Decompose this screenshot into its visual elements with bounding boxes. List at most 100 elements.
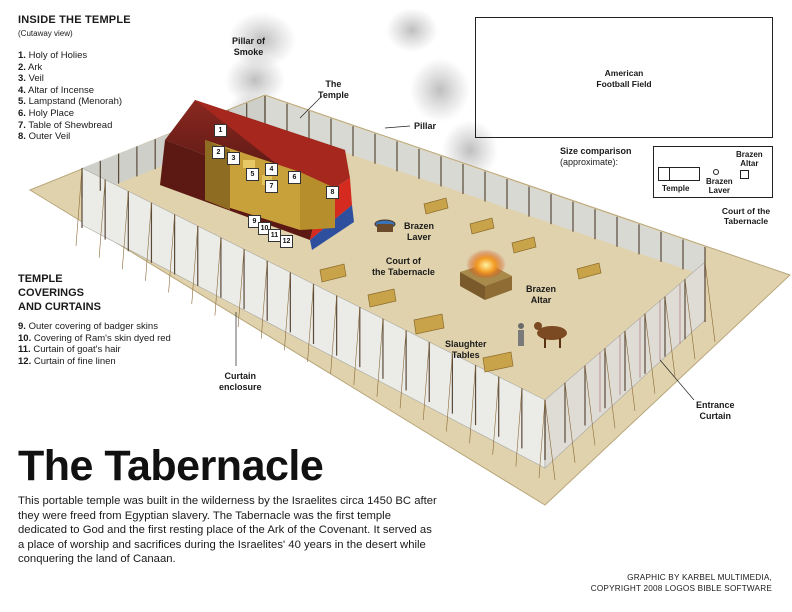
entrance-curtain-stripes (599, 284, 681, 412)
credit-line-2: COPYRIGHT 2008 LOGOS BIBLE SOFTWARE (590, 583, 772, 593)
guy-rope (446, 353, 453, 432)
slaughter-tables (319, 197, 602, 373)
diagram-marker: 6 (288, 171, 301, 184)
covering-item-label: Curtain of goat's hair (30, 344, 121, 356)
guy-rope (353, 307, 361, 386)
guy-rope (624, 330, 636, 412)
mini-court-outline: Temple Brazen Laver Brazen Altar (653, 146, 773, 198)
guy-rope (191, 225, 199, 305)
guy-rope (98, 179, 106, 258)
guy-rope (168, 214, 175, 293)
guy-rope (330, 295, 337, 374)
pillars (81, 96, 706, 460)
inside-temple-item-label: Outer Veil (25, 131, 71, 143)
guy-rope (584, 365, 596, 446)
inside-temple-item: 3. Veil (18, 73, 122, 85)
football-field-comparison: American Football Field (475, 17, 773, 138)
priest-figure (518, 323, 524, 346)
inside-temple-item-label: Lampstand (Menorah) (25, 96, 123, 108)
covering-item: 10. Covering of Ram's skin dyed red (18, 333, 171, 345)
guy-rope (644, 313, 656, 394)
diagram-marker: 12 (280, 235, 293, 248)
guy-rope (704, 261, 716, 343)
size-comparison-title: Size comparison (560, 146, 632, 156)
covering-item-label: Curtain of fine linen (31, 355, 116, 367)
mini-court-label: Court of the Tabernacle (721, 206, 771, 226)
guy-rope (237, 249, 245, 328)
guy-rope (284, 272, 291, 351)
mini-altar-label: Brazen Altar (736, 150, 763, 168)
callout-leaders (235, 95, 695, 401)
inside-temple-item-number: 1. (18, 50, 26, 61)
diagram-marker: 10 (258, 222, 271, 235)
credit-line-1: GRAPHIC BY KARBEL MULTIMEDIA, (627, 573, 772, 582)
diagram-marker: 1 (214, 124, 227, 137)
covering-item-number: 9. (18, 321, 26, 332)
brazen-laver (374, 219, 396, 232)
coverings-heading: TEMPLE COVERINGS AND CURTAINS (18, 273, 101, 313)
inside-temple-item: 6. Holy Place (18, 108, 122, 120)
guy-rope (538, 399, 546, 479)
size-comparison-note: (approximate): (560, 157, 619, 167)
diagram-marker: 3 (227, 152, 240, 165)
inside-temple-item-number: 8. (18, 131, 26, 143)
description: This portable temple was built in the wi… (18, 495, 437, 566)
inside-temple-item: 7. Table of Shewbread (18, 120, 122, 132)
guy-rope (469, 365, 476, 444)
callout-brazen-altar: Brazen Altar (526, 284, 557, 305)
guy-rope (307, 283, 314, 363)
inside-temple-item-label: Holy Place (25, 107, 74, 119)
diagram-marker: 4 (265, 163, 278, 176)
diagram-marker: 8 (326, 186, 339, 199)
covering-item-number: 11. (18, 344, 31, 356)
mini-laver-marker (713, 169, 719, 175)
inside-temple-item-label: Table of Shewbread (25, 119, 113, 131)
callout-the-temple: The Temple (318, 79, 349, 100)
callout-curtain-enclosure: Curtain enclosure (219, 371, 262, 392)
inside-temple-item-number: 3. (18, 73, 26, 85)
guy-rope (544, 399, 556, 481)
mini-temple-label: Temple (662, 184, 690, 193)
inside-temple-item-number: 6. (18, 107, 26, 119)
covering-item-number: 10. (18, 332, 32, 344)
inside-temple-heading: INSIDE THE TEMPLE (18, 14, 131, 26)
callout-brazen-laver: Brazen Laver (404, 221, 435, 242)
guy-rope (145, 202, 152, 281)
page-title: The Tabernacle (18, 442, 324, 490)
callout-entrance-curtain: Entrance Curtain (696, 400, 735, 421)
inside-temple-item-label: Holy of Holies (25, 50, 88, 61)
covering-item: 12. Curtain of fine linen (18, 356, 171, 368)
callout-slaughter-tables: Slaughter Tables (445, 339, 487, 360)
guy-rope (422, 341, 430, 421)
size-comparison-label: Size comparison (approximate): (560, 146, 632, 168)
inside-temple-item: 1. Holy of Holies (18, 50, 122, 62)
inside-temple-item: 2. Ark (18, 62, 122, 74)
diagram-marker: 7 (265, 180, 278, 193)
covering-item-label: Covering of Ram's skin dyed red (31, 332, 171, 344)
guy-rope (399, 330, 407, 409)
guy-rope (376, 318, 384, 397)
football-field-label: American Football Field (596, 68, 652, 89)
inside-temple-item-number: 2. (18, 61, 26, 73)
guy-rope (515, 388, 523, 467)
guy-rope (122, 191, 129, 270)
guy-rope (214, 237, 222, 316)
mini-altar-marker (740, 170, 749, 179)
inside-temple-item-number: 5. (18, 96, 26, 108)
covering-item: 11. Curtain of goat's hair (18, 344, 171, 356)
guy-rope (684, 279, 696, 360)
inside-temple-item: 4. Altar of Incense (18, 85, 122, 97)
callout-court: Court of the Tabernacle (372, 256, 435, 277)
credit: GRAPHIC BY KARBEL MULTIMEDIA, COPYRIGHT … (560, 573, 772, 594)
diagram-marker: 9 (248, 215, 261, 228)
covering-item: 9. Outer covering of badger skins (18, 321, 171, 333)
brazen-altar (460, 246, 512, 300)
guy-rope (604, 348, 616, 429)
mini-temple-divider (669, 168, 670, 180)
guy-rope (260, 260, 268, 339)
mini-laver-label: Brazen Laver (706, 177, 733, 195)
